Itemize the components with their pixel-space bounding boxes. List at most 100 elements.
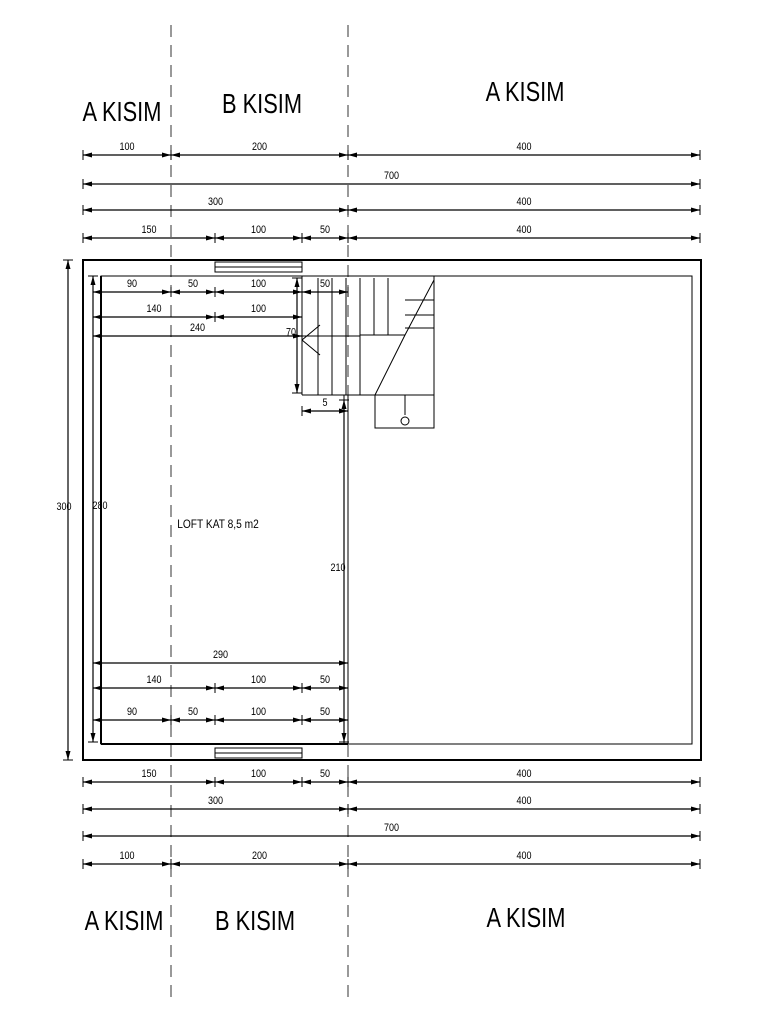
loft-bottom-dim-row3-label: 90	[127, 706, 137, 718]
top-dim-row1-arrow	[83, 152, 92, 158]
bottom-dim-row4-arrow	[162, 861, 171, 867]
top-dim-row4-arrow	[293, 235, 302, 241]
stair-width-dim-label: 70	[286, 327, 296, 339]
loft-top-dim-row1-label: 100	[251, 278, 266, 290]
bottom-dim-row2-arrow	[348, 806, 357, 812]
top-dim-row2-label: 700	[384, 170, 399, 182]
bottom-dim-row1-arrow	[83, 779, 92, 785]
stair-landing-dim-label: 5	[323, 397, 328, 409]
loft-top-dim-row3-label: 240	[190, 322, 205, 334]
stair-width-dim-arrow	[294, 278, 300, 287]
top-dim-row3-label: 300	[208, 196, 223, 208]
loft-inner-height-dim-label: 280	[93, 500, 108, 512]
bottom-dim-row4-label: 400	[517, 850, 532, 862]
section-title-bottom: A KISIM	[85, 905, 164, 936]
loft-top-dim-row1-label: 50	[320, 278, 330, 290]
stair-landing-dim-arrow	[302, 408, 311, 414]
stair-post-circle	[400, 416, 410, 426]
loft-bottom-dim-row3-arrow	[302, 717, 311, 723]
top-dim-row4-arrow	[206, 235, 215, 241]
loft-top-dim-row2-arrow	[93, 314, 102, 320]
top-dim-row4-arrow	[83, 235, 92, 241]
loft-top-dim-row3-arrow	[93, 333, 102, 339]
loft-bottom-dim-row2-label: 140	[147, 674, 162, 686]
staircase-outline	[302, 275, 435, 429]
top-dim-row3-arrow	[691, 207, 700, 213]
bottom-dim-row1-arrow	[302, 779, 311, 785]
loft-inner-height-dim-arrow	[90, 276, 96, 285]
top-dim-row4-label: 100	[251, 224, 266, 236]
top-dim-row1-label: 100	[120, 141, 135, 153]
section-title-bottom: B KISIM	[215, 905, 295, 936]
loft-bottom-dim-row2-arrow	[215, 685, 224, 691]
bottom-dim-row1-arrow	[339, 779, 348, 785]
section-title-top: A KISIM	[486, 76, 565, 107]
loft-bottom-dim-row1-arrow	[93, 660, 102, 666]
loft-bottom-dim-row3-arrow	[206, 717, 215, 723]
loft-top-dim-row1-arrow	[171, 289, 180, 295]
loft-top-dim-row2-arrow	[206, 314, 215, 320]
top-dim-row4-arrow	[339, 235, 348, 241]
loft-bottom-dim-row3-arrow	[215, 717, 224, 723]
bottom-dim-row4-arrow	[348, 861, 357, 867]
stair-direction-mark	[301, 339, 321, 356]
section-title-top: B KISIM	[222, 88, 302, 119]
stair-arrow-path	[374, 279, 435, 396]
stair-width-dim-arrow	[294, 384, 300, 393]
overall-height-dim-arrow	[65, 751, 71, 760]
bottom-dim-row4-label: 200	[252, 850, 267, 862]
top-dim-row4-label: 50	[320, 224, 330, 236]
loft-top-dim-row1-arrow	[206, 289, 215, 295]
bottom-dim-row4-arrow	[83, 861, 92, 867]
loft-bottom-dim-row3-arrow	[293, 717, 302, 723]
loft-top-dim-row1-label: 50	[188, 278, 198, 290]
bottom-dim-row1-arrow	[215, 779, 224, 785]
inner-wall	[100, 275, 693, 745]
bottom-dim-row4-arrow	[339, 861, 348, 867]
loft-top-dim-row1-arrow	[93, 289, 102, 295]
overall-height-dim-arrow	[65, 260, 71, 269]
loft-top-dim-row1-arrow	[162, 289, 171, 295]
loft-bottom-dim-row2-arrow	[93, 685, 102, 691]
top-dim-row4-arrow	[348, 235, 357, 241]
loft-bottom-dim-row3-arrow	[93, 717, 102, 723]
top-dim-row4-label: 150	[142, 224, 157, 236]
top-dim-row1-label: 400	[517, 141, 532, 153]
top-dim-row4-arrow	[302, 235, 311, 241]
loft-bottom-dim-row2-label: 100	[251, 674, 266, 686]
bottom-dim-row2-arrow	[83, 806, 92, 812]
loft-bottom-dim-row3-arrow	[162, 717, 171, 723]
loft-right-height-dim-arrow	[341, 733, 347, 742]
room-area-label: LOFT KAT 8,5 m2	[177, 518, 259, 531]
top-dim-row1-label: 200	[252, 141, 267, 153]
loft-bottom-dim-row1-label: 290	[213, 649, 228, 661]
top-dim-row2-arrow	[691, 181, 700, 187]
bottom-dim-row1-arrow	[348, 779, 357, 785]
loft-right-height-dim-label: 210	[331, 562, 346, 574]
loft-top-dim-row1-arrow	[339, 289, 348, 295]
top-dim-row1-arrow	[171, 152, 180, 158]
top-dim-row3-arrow	[339, 207, 348, 213]
bottom-dim-row1-label: 400	[517, 768, 532, 780]
loft-inner-height-dim-arrow	[90, 733, 96, 742]
bottom-dim-row1-arrow	[293, 779, 302, 785]
loft-top-dim-row1-arrow	[302, 289, 311, 295]
top-dim-row4-arrow	[691, 235, 700, 241]
bottom-dim-row2-arrow	[691, 806, 700, 812]
loft-bottom-dim-row2-label: 50	[320, 674, 330, 686]
section-title-bottom: A KISIM	[487, 902, 566, 933]
loft-right-height-dim-arrow	[341, 400, 347, 409]
top-dim-row2-arrow	[83, 181, 92, 187]
bottom-dim-row1-label: 100	[251, 768, 266, 780]
loft-top-dim-row2-label: 140	[147, 303, 162, 315]
bottom-dim-row1-label: 50	[320, 768, 330, 780]
bottom-dim-row1-arrow	[691, 779, 700, 785]
loft-top-dim-row2-arrow	[215, 314, 224, 320]
bottom-dim-row2-arrow	[339, 806, 348, 812]
bottom-dim-row1-label: 150	[142, 768, 157, 780]
loft-bottom-dim-row3-arrow	[171, 717, 180, 723]
top-dim-row1-arrow	[339, 152, 348, 158]
bottom-dim-row3-arrow	[83, 833, 92, 839]
bottom-dim-row1-arrow	[206, 779, 215, 785]
